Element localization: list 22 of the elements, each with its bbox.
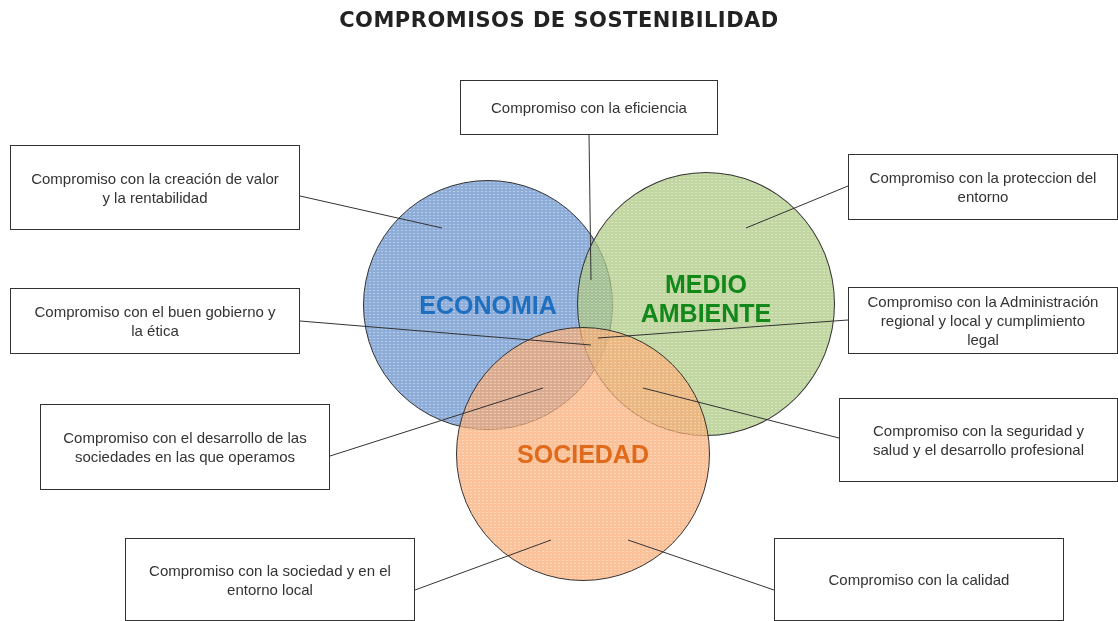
text-box: Compromiso con la eficiencia [460, 80, 718, 135]
text-box: Compromiso con la seguridad y salud y el desarrollo profesional [839, 398, 1118, 482]
leader-line [588, 134, 592, 281]
leader-line [745, 185, 849, 229]
text-box: Compromiso con la calidad [774, 538, 1064, 621]
leader-line [414, 539, 552, 591]
circle-label: ECONOMIA [418, 290, 558, 320]
circle-label: MEDIO AMBIENTE [639, 270, 773, 328]
leader-line [299, 320, 592, 346]
leader-line [329, 387, 544, 457]
circle-label: SOCIEDAD [516, 439, 650, 469]
text-box: Compromiso con la proteccion del entorno [848, 154, 1118, 220]
text-box: Compromiso con la sociedad y en el entorno local [125, 538, 415, 621]
leader-line [299, 195, 443, 229]
text-box: Compromiso con la Administración regional y local y cumplimiento legal [848, 287, 1118, 354]
diagram-title: COMPROMISOS DE SOSTENIBILIDAD [338, 8, 780, 32]
leader-line [597, 319, 849, 339]
text-box: Compromiso con el buen gobierno y la ética [10, 288, 300, 354]
text-box: Compromiso con la creación de valor y la rentabilidad [10, 145, 300, 230]
leader-line [627, 539, 775, 591]
text-box: Compromiso con el desarrollo de las sociedades en las que operamos [40, 404, 330, 490]
leader-line [642, 387, 840, 439]
